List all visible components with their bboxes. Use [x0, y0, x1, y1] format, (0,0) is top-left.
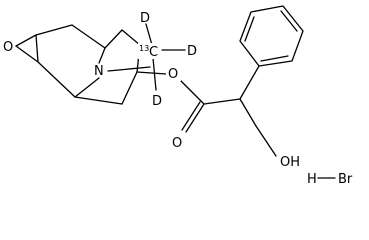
bond-c1-c3 [35, 24, 73, 36]
epoxide-oxygen-label: O [3, 40, 13, 55]
bond-carbonyl-c-o-b [181, 101, 201, 131]
phenyl-hexagon [239, 5, 304, 67]
deuterium-top-label: D [140, 11, 150, 26]
deuterium-right-label: D [187, 44, 197, 59]
bond-ester-o-carbonyl-c [179, 79, 205, 105]
bicyclic-skeleton-bonds [15, 24, 167, 105]
bond-epoxide-c1-c2 [35, 34, 39, 63]
carbon-isotope-label: 13 [139, 44, 149, 53]
hydroxyl-label: OH [280, 155, 300, 170]
bond-c8-ester-o [136, 71, 167, 75]
bond-n-methyl [107, 66, 151, 72]
bond-c3-c5 [71, 24, 106, 49]
phenyl-inner-bond-3 [260, 55, 289, 62]
ester-oxygen-backing [166, 66, 181, 81]
bond-c5-n [98, 47, 106, 64]
nitrogen-label: N [94, 64, 104, 79]
bond-carbonyl-c-o-a [185, 103, 205, 133]
carbonyl-oxygen-label: O [172, 136, 182, 151]
phenyl-inner-bond-1 [244, 16, 255, 42]
deuterium-bottom-label: D [152, 94, 162, 109]
structure-diagram: O N 13 C D D D O O OH H Br [3, 5, 353, 185]
bond-c6-c7 [121, 29, 141, 46]
bond-c5-c6 [104, 29, 123, 49]
phenyl-inner-bond-2 [280, 10, 298, 32]
bond-n-c4 [74, 77, 100, 98]
carbon-label-backing [138, 43, 160, 59]
bond-ch2-oh [255, 125, 277, 157]
bond-epoxide-o-c1 [15, 34, 37, 47]
bond-alpha-c-ch2 [239, 98, 257, 127]
phenyl-ring [239, 5, 304, 67]
bond-c-d-top [145, 23, 153, 46]
bond-c9-c4 [74, 96, 123, 105]
hydrogen-label: H [307, 172, 317, 185]
bond-c2-c4 [37, 61, 76, 98]
bond-carbonyl-c-alpha-c [203, 98, 241, 105]
bond-c-d-bottom [152, 57, 157, 91]
carbon-label: C [149, 45, 158, 60]
cd3-bonds [145, 23, 186, 91]
bond-alpha-c-phenyl [239, 65, 260, 100]
bromine-label: Br [338, 172, 353, 185]
bond-c8-c9 [121, 71, 138, 105]
molecule-drawing: O N 13 C D D D O O OH H Br [3, 5, 353, 185]
atom-labels: O N 13 C D D D O O OH H Br [3, 11, 353, 185]
ester-oxygen-label: O [168, 67, 178, 82]
bond-epoxide-o-c2 [15, 45, 39, 63]
ester-chain-bonds [179, 65, 277, 157]
